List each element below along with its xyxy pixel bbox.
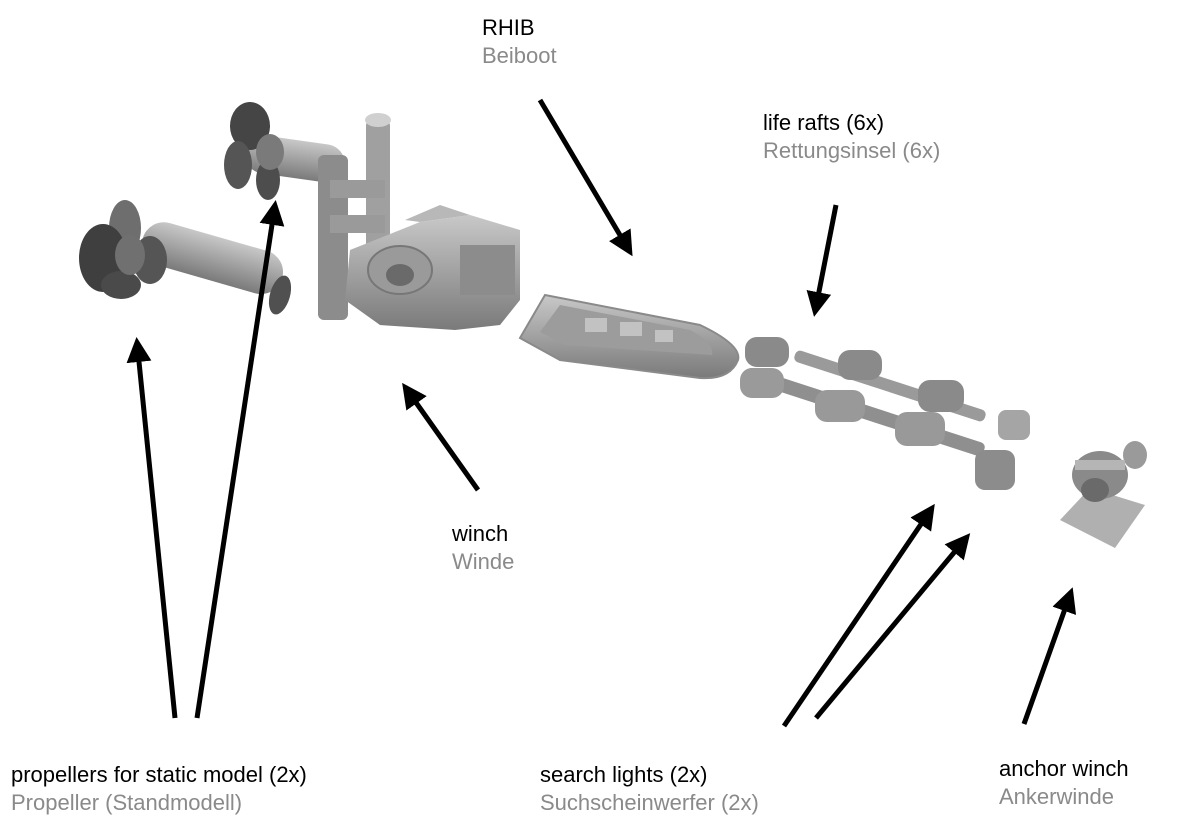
label-winch-en: winch bbox=[452, 521, 509, 546]
label-propellers: propellers for static model (2x) Propell… bbox=[11, 761, 307, 816]
arrow-winch bbox=[402, 382, 481, 492]
label-rhib-en: RHIB bbox=[482, 15, 535, 40]
label-search-lights: search lights (2x) Suchscheinwerfer (2x) bbox=[540, 761, 759, 816]
arrow-anchor-winch bbox=[1021, 587, 1077, 725]
label-rhib: RHIB Beiboot bbox=[482, 14, 557, 69]
rhib-part bbox=[518, 293, 740, 380]
winch-part bbox=[318, 113, 520, 330]
label-life-rafts-de: Rettungsinsel (6x) bbox=[763, 137, 941, 163]
anchor-winch-part bbox=[1060, 441, 1147, 548]
arrow-propeller-2 bbox=[194, 200, 285, 719]
label-life-rafts-en: life rafts (6x) bbox=[763, 110, 885, 135]
label-rhib-de: Beiboot bbox=[482, 42, 557, 68]
arrow-life-rafts bbox=[806, 204, 839, 317]
arrows bbox=[126, 98, 1077, 728]
propeller-part-front bbox=[79, 200, 292, 315]
arrow-search-light-1 bbox=[781, 503, 935, 728]
life-rafts-part bbox=[740, 337, 1030, 490]
arrow-search-light-2 bbox=[814, 533, 971, 720]
label-search-lights-en: search lights (2x) bbox=[540, 762, 708, 787]
label-life-rafts: life rafts (6x) Rettungsinsel (6x) bbox=[763, 109, 940, 164]
label-anchor-winch: anchor winch Ankerwinde bbox=[999, 755, 1129, 810]
label-propellers-de: Propeller (Standmodell) bbox=[11, 789, 243, 815]
label-winch-de: Winde bbox=[452, 548, 515, 574]
label-anchor-winch-de: Ankerwinde bbox=[999, 783, 1114, 809]
label-propellers-en: propellers for static model (2x) bbox=[11, 762, 307, 787]
label-anchor-winch-en: anchor winch bbox=[999, 756, 1129, 781]
arrow-propeller-1 bbox=[126, 337, 178, 719]
label-winch: winch Winde bbox=[452, 520, 514, 575]
label-search-lights-de: Suchscheinwerfer (2x) bbox=[540, 789, 759, 815]
arrow-rhib bbox=[537, 98, 633, 257]
